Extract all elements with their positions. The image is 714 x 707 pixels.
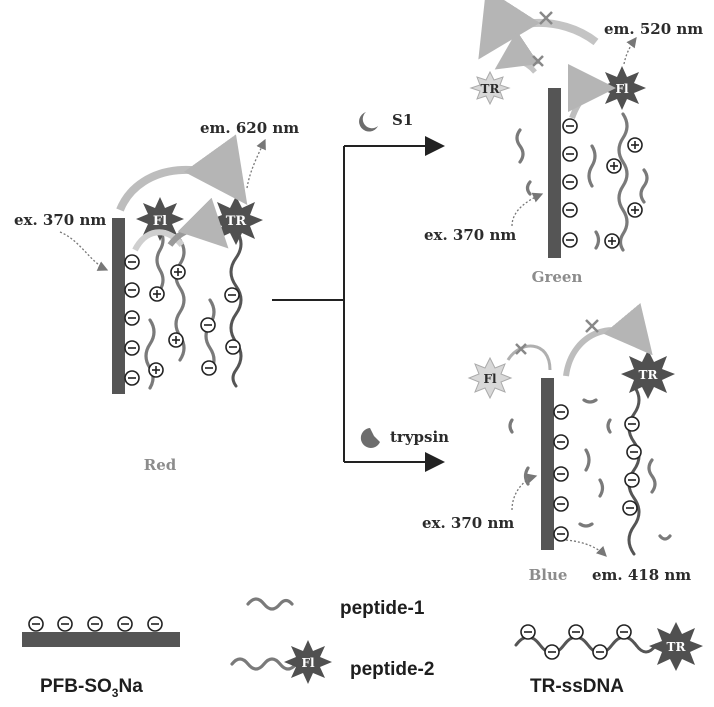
flow-lines [272, 136, 445, 472]
s1-panel: TR Fl em. 520 nm ex. 370 nm Green [424, 0, 703, 286]
negative-charges [553, 404, 569, 542]
excitation-label: ex. 370 nm [14, 211, 106, 229]
fl-label: Fl [153, 214, 167, 229]
s1-enzyme: S1 [359, 111, 413, 132]
excitation-label: ex. 370 nm [424, 226, 516, 244]
fl-star: Fl [598, 66, 646, 110]
peptide1-legend-label: peptide-1 [340, 598, 425, 619]
legend-polymer: PFB-SO3Na [22, 616, 180, 700]
initial-panel: Fl TR ex. 370 nm em. 620 nm Red [14, 119, 299, 474]
s1-label: S1 [392, 111, 413, 129]
polymer-rod [112, 218, 125, 394]
tr-star: TR [469, 70, 511, 106]
emission-label: em. 620 nm [200, 119, 299, 137]
color-caption: Red [144, 456, 177, 474]
tr-label: TR [639, 368, 659, 382]
fl-star: Fl [467, 356, 513, 400]
trypsin-label: trypsin [390, 428, 449, 446]
trypsin-panel: Fl TR ex. 370 nm em. 418 nm Blue [422, 302, 691, 584]
legend-peptide2: Fl peptide-2 [230, 640, 434, 684]
color-caption: Green [532, 268, 583, 286]
legend: PFB-SO3Na peptide-1 Fl peptide-2 TR TR-s… [22, 597, 703, 700]
tr-star: TR [621, 350, 675, 399]
negative-charges [562, 118, 578, 248]
polymer-rod [548, 88, 561, 258]
fl-star: Fl [136, 197, 184, 241]
emission-label: em. 520 nm [604, 20, 703, 38]
fl-label: Fl [301, 656, 315, 670]
fl-label: Fl [615, 82, 629, 96]
tr-label: TR [667, 640, 687, 654]
legend-ssdna: TR TR-ssDNA [514, 622, 703, 697]
tr-label: TR [481, 82, 501, 96]
trypsin-enzyme: trypsin [360, 428, 449, 448]
ssdna-legend-label: TR-ssDNA [530, 676, 624, 697]
polymer-rod [541, 378, 554, 550]
peptide2-legend-label: peptide-2 [350, 659, 434, 680]
negative-charges [124, 254, 140, 386]
color-caption: Blue [529, 566, 568, 584]
polymer-legend-label: PFB-SO3Na [40, 676, 143, 700]
fl-label: Fl [483, 372, 497, 386]
emission-label: em. 418 nm [592, 566, 691, 584]
excitation-label: ex. 370 nm [422, 514, 514, 532]
legend-peptide1: peptide-1 [246, 597, 425, 619]
tr-label: TR [226, 214, 247, 229]
